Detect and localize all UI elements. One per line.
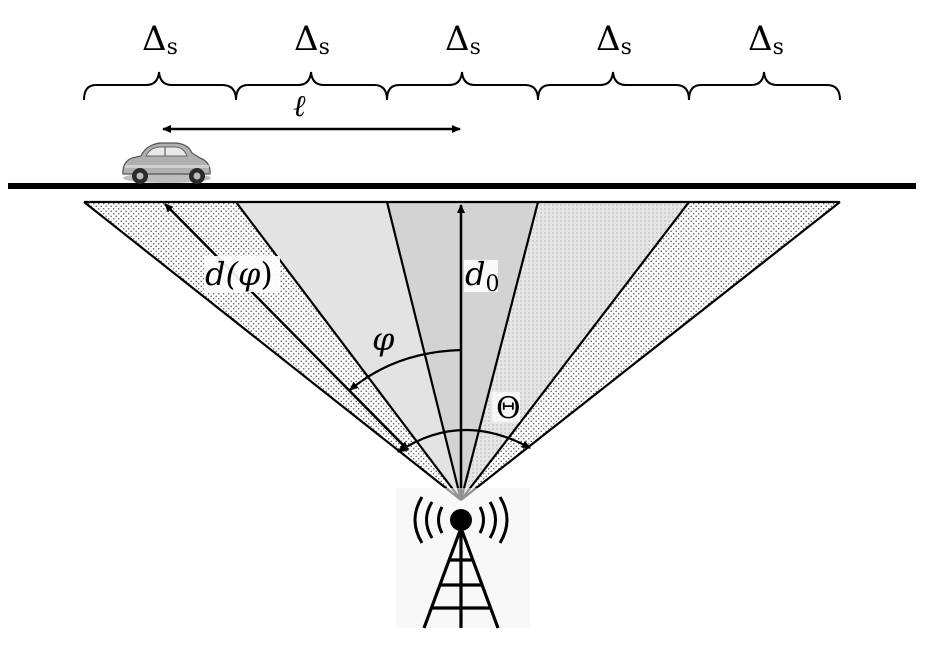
distance-label: d(φ) bbox=[204, 255, 280, 293]
phi-label: φ bbox=[372, 320, 395, 358]
brace-5 bbox=[688, 71, 841, 101]
segment-labels: Δs Δs Δs Δs Δs bbox=[142, 19, 784, 60]
svg-text:Θ: Θ bbox=[496, 391, 521, 426]
beam-sector-3 bbox=[387, 202, 538, 500]
brace-2 bbox=[235, 71, 388, 101]
segment-label-5: Δs bbox=[748, 19, 784, 60]
road-line bbox=[8, 183, 916, 189]
segment-label-2: Δs bbox=[294, 19, 330, 60]
radio-waves-icon bbox=[413, 496, 509, 544]
segment-label-1: Δs bbox=[142, 19, 178, 60]
segment-braces bbox=[83, 71, 841, 101]
spacing-label: ℓ bbox=[293, 89, 306, 124]
d0-label: d0 bbox=[464, 255, 499, 297]
segment-label-4: Δs bbox=[596, 19, 632, 60]
theta-angle-arc bbox=[397, 428, 531, 453]
brace-4 bbox=[537, 71, 690, 101]
svg-text:d0: d0 bbox=[465, 255, 499, 297]
theta-label: Θ bbox=[492, 391, 521, 426]
distance-arrow bbox=[164, 203, 409, 451]
car-icon bbox=[122, 142, 211, 184]
brace-1 bbox=[83, 71, 237, 101]
antenna-tower-icon bbox=[396, 488, 530, 629]
phi-angle-arc bbox=[349, 348, 462, 391]
segment-label-3: Δs bbox=[445, 19, 481, 60]
brace-3 bbox=[386, 71, 539, 101]
svg-text:d(φ): d(φ) bbox=[205, 255, 273, 293]
